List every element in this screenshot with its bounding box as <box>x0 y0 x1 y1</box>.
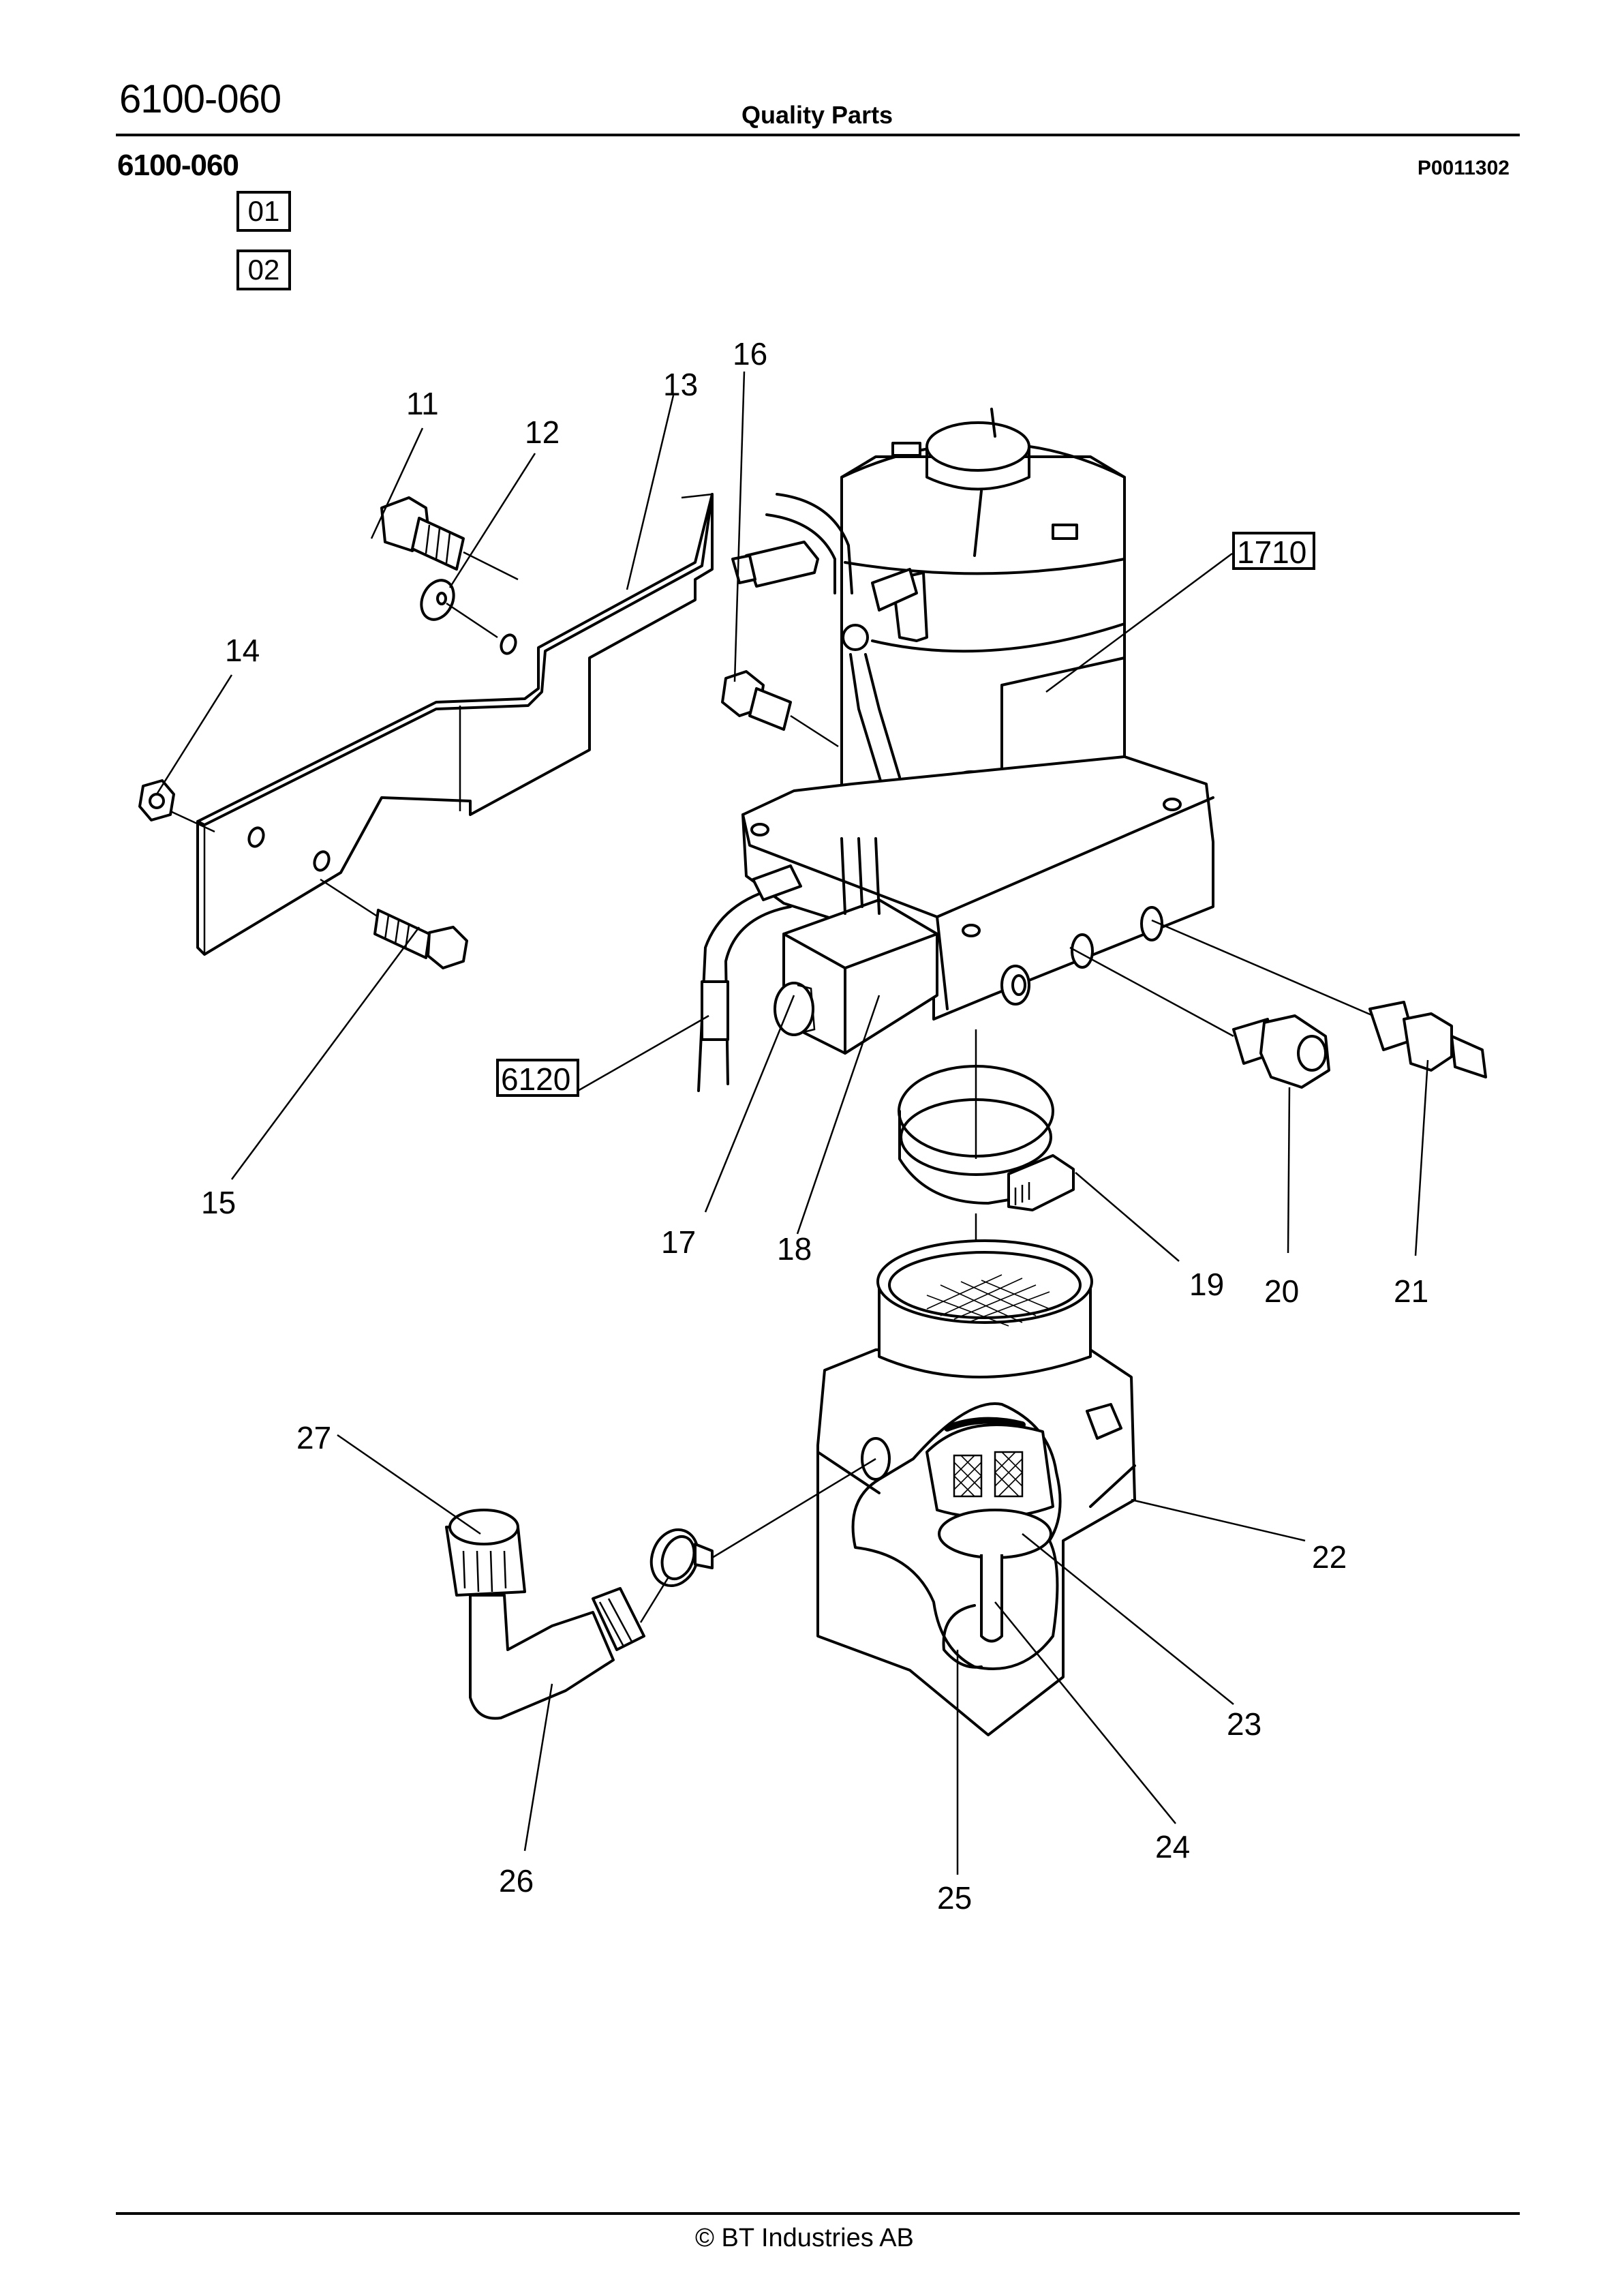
washer-12[interactable] <box>415 575 498 639</box>
callout-20[interactable]: 20 <box>1264 1273 1299 1309</box>
hex-nut-14[interactable] <box>138 779 215 833</box>
callout-27[interactable]: 27 <box>296 1420 331 1455</box>
callout-26[interactable]: 26 <box>499 1863 534 1899</box>
pressure-valve-16[interactable] <box>731 541 819 588</box>
illustration-reference: P0011302 <box>1417 157 1510 179</box>
callout-23[interactable]: 23 <box>1227 1706 1261 1742</box>
pressure-switch-21[interactable] <box>1368 1001 1487 1078</box>
callout-25[interactable]: 25 <box>937 1880 972 1916</box>
suction-pipe-24[interactable] <box>980 1554 1003 1643</box>
callout-24[interactable]: 24 <box>1155 1829 1190 1864</box>
subsection-code: 6100-060 <box>117 149 239 182</box>
hose-clamp-small[interactable] <box>639 1457 876 1623</box>
catalog-title: Quality Parts <box>741 101 893 129</box>
suction-filter-23[interactable] <box>925 1417 1054 1559</box>
hose-clamp-19[interactable] <box>898 1065 1075 1211</box>
callout-14[interactable]: 14 <box>225 633 260 668</box>
variant-box-02[interactable]: 02 <box>236 250 291 290</box>
callout-22[interactable]: 22 <box>1312 1539 1347 1575</box>
group-ref-6120-label: 6120 <box>501 1061 570 1097</box>
footer-divider <box>116 2212 1520 2215</box>
callout-18[interactable]: 18 <box>777 1231 812 1267</box>
group-ref-1710[interactable]: 1710 <box>1232 532 1315 570</box>
magnet-plug-25[interactable] <box>942 1604 983 1669</box>
callout-16[interactable]: 16 <box>733 336 767 372</box>
callout-13[interactable]: 13 <box>663 367 698 402</box>
callout-11[interactable]: 11 <box>406 386 439 421</box>
callout-19[interactable]: 19 <box>1189 1267 1224 1302</box>
hydraulic-fitting[interactable] <box>721 670 839 748</box>
callout-leaders <box>155 371 1429 1875</box>
callout-12[interactable]: 12 <box>525 414 560 450</box>
hex-bolt-15[interactable] <box>320 878 468 969</box>
mounting-bracket[interactable] <box>196 493 714 956</box>
filler-elbow-26[interactable] <box>469 1587 645 1720</box>
adjust-knob-17[interactable] <box>774 982 816 1036</box>
copyright-notice: © BT Industries AB <box>695 2224 914 2252</box>
motor-terminal-cable[interactable] <box>765 493 928 789</box>
group-ref-6120[interactable]: 6120 <box>496 1059 579 1097</box>
callout-15[interactable]: 15 <box>201 1185 236 1220</box>
callout-21[interactable]: 21 <box>1394 1273 1428 1309</box>
strainer-mesh <box>926 1274 1050 1327</box>
breather-cap-27[interactable] <box>445 1509 526 1597</box>
group-ref-1710-label: 1710 <box>1237 534 1306 570</box>
variant-box-01[interactable]: 01 <box>236 191 291 232</box>
filter-mesh <box>953 1451 1024 1498</box>
plug-20[interactable] <box>1232 1014 1330 1089</box>
header-divider <box>116 134 1520 136</box>
section-code: 6100-060 <box>119 77 281 121</box>
hex-bolt-11[interactable] <box>380 496 519 581</box>
callout-17[interactable]: 17 <box>661 1224 696 1260</box>
cable-hose[interactable] <box>697 864 802 1092</box>
